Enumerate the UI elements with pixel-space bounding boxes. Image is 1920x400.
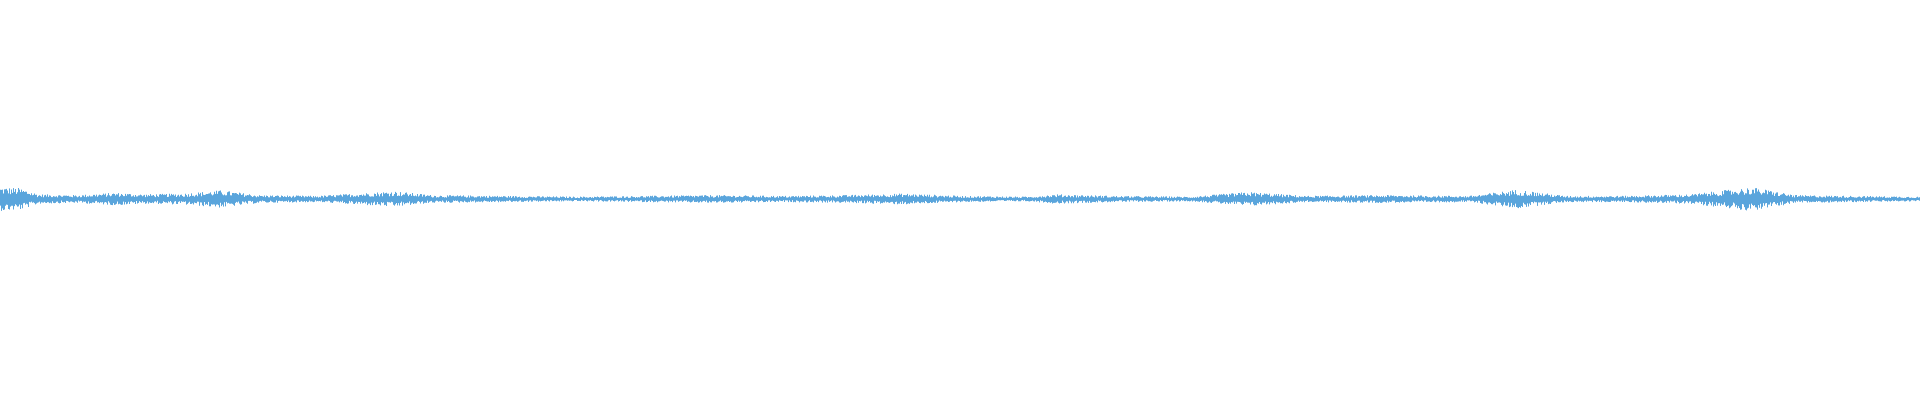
waveform-trace — [0, 187, 1920, 211]
